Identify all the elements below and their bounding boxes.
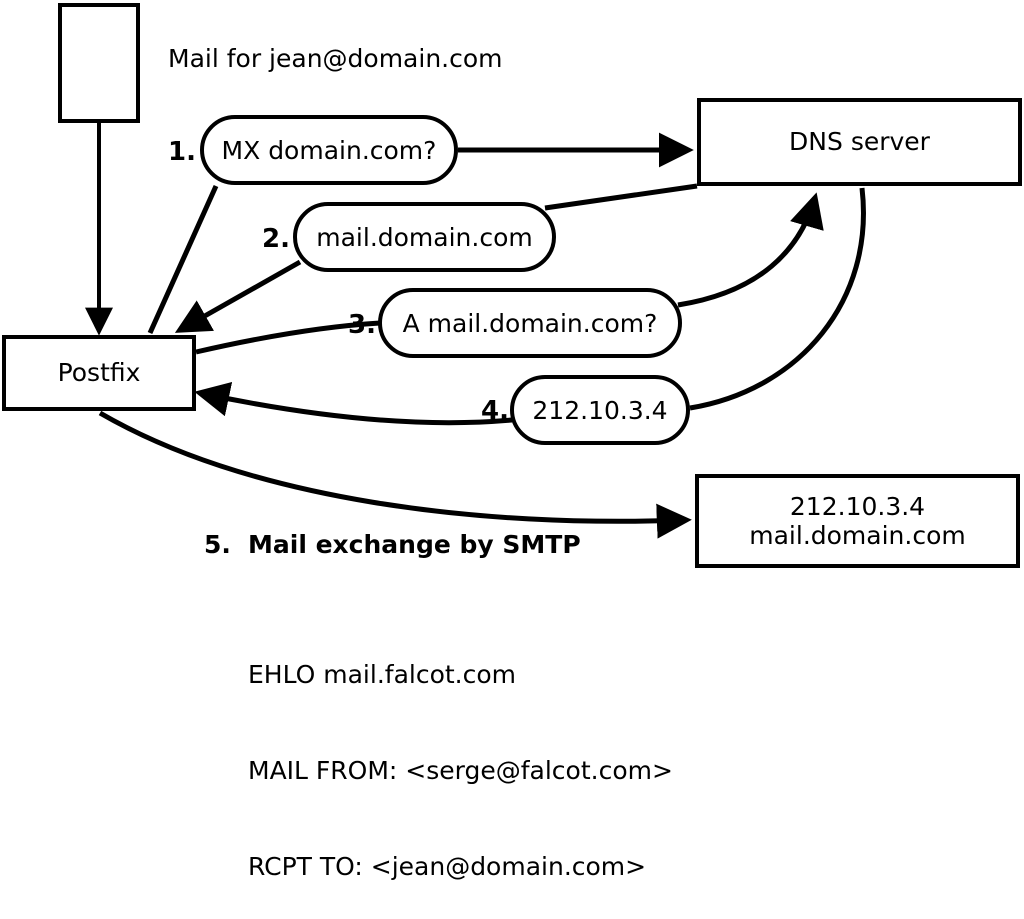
transcript-line: EHLO mail.falcot.com [248,660,517,689]
step-pill-2-label: mail.domain.com [316,222,533,252]
arrow-step2-to-postfix [174,259,302,333]
step-number-1: 1. [168,137,196,167]
arrow-step3-to-dns [677,192,824,308]
sender-box[interactable] [58,3,140,123]
mail-for-note: Mail for jean@domain.com [168,44,503,73]
postfix-node[interactable]: Postfix [2,335,196,411]
dns-server-node[interactable]: DNS server [697,98,1022,186]
mail-server-ip: 212.10.3.4 [789,491,926,521]
smtp-transcript: EHLO mail.falcot.com MAIL FROM: <serge@f… [248,595,673,919]
step-number-3: 3. [348,310,376,340]
arrow-step4-to-postfix [194,381,513,426]
step-number-4: 4. [481,396,509,426]
step-pill-2[interactable]: mail.domain.com [293,202,556,272]
arrow-step5-postfix-to-mailserver [98,410,692,539]
step-number-2: 2. [262,224,290,254]
arrow-step3-postfix-to-pill [195,320,381,355]
postfix-label: Postfix [57,358,141,388]
step-pill-3-label: A mail.domain.com? [402,308,658,338]
step-pill-3[interactable]: A mail.domain.com? [378,288,682,358]
step-5-label: Mail exchange by SMTP [248,530,581,559]
arrow-step4-dns-to-pill [689,187,866,411]
step-pill-1-label: MX domain.com? [221,135,437,165]
arrow-step2-dns-to-pill [544,183,698,211]
transcript-line: MAIL FROM: <serge@falcot.com> [248,756,673,785]
step-pill-4[interactable]: 212.10.3.4 [510,375,690,445]
step-pill-1[interactable]: MX domain.com? [200,115,458,185]
mail-server-node[interactable]: 212.10.3.4 mail.domain.com [695,474,1020,568]
mail-server-hostname: mail.domain.com [749,521,966,550]
step-pill-4-label: 212.10.3.4 [532,395,668,425]
step-number-5: 5. [204,530,231,559]
dns-server-label: DNS server [789,127,930,157]
arrow-step1-tail [147,184,219,335]
transcript-line: RCPT TO: <jean@domain.com> [248,852,647,881]
